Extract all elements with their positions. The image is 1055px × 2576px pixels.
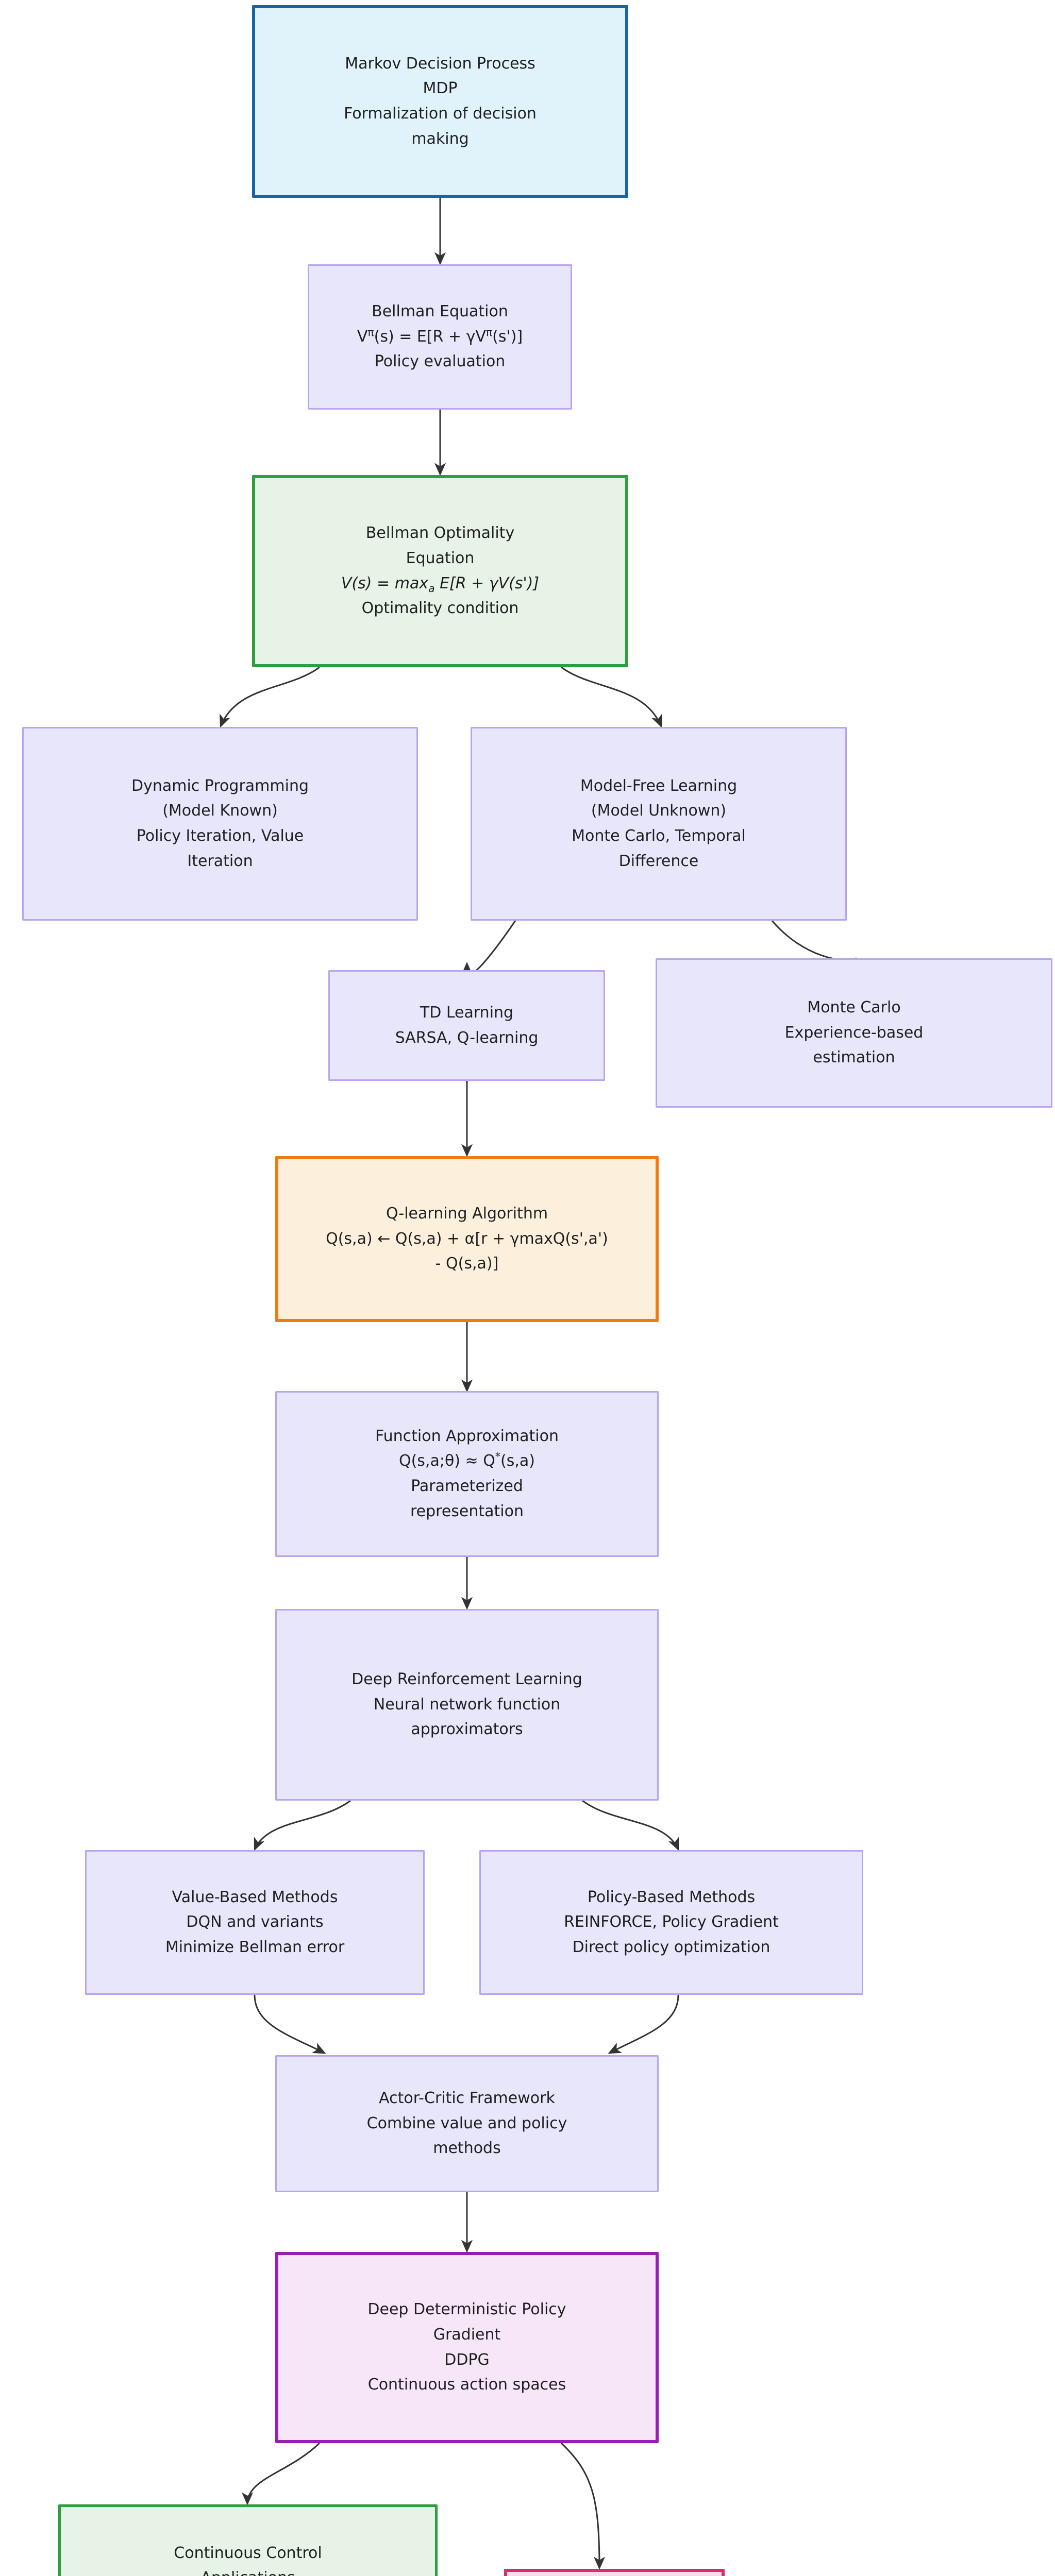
node-line: Q-learning Algorithm	[386, 1205, 548, 1223]
edge-bellman-optimality-to-model-free	[561, 666, 662, 728]
node-line-formula: Q(s,a) ← Q(s,a) + α[r + γmaxQ(s',a') - Q…	[326, 1229, 608, 1273]
node-policy-based-methods[interactable]: Policy-Based Methods REINFORCE, Policy G…	[479, 1850, 863, 1995]
node-line: Policy Iteration, Value Iteration	[136, 827, 304, 870]
node-function-approximation[interactable]: Function Approximation Q(s,a;θ) ≈ Q*(s,a…	[275, 1391, 659, 1557]
node-line: Monte Carlo	[807, 998, 901, 1017]
node-line: DDPG	[444, 2350, 490, 2369]
node-value-based-methods[interactable]: Value-Based Methods DQN and variants Min…	[85, 1850, 425, 1995]
node-line: DQN and variants	[186, 1913, 324, 1931]
node-deep-deterministic-policy-gradient[interactable]: Deep Deterministic Policy Gradient DDPG …	[275, 2252, 659, 2443]
node-line: SARSA, Q-learning	[395, 1028, 539, 1047]
node-q-learning-algorithm[interactable]: Q-learning Algorithm Q(s,a) ← Q(s,a) + α…	[275, 1156, 659, 1322]
node-line: Direct policy optimization	[572, 1938, 771, 1956]
edge-deep-rl-to-value-based	[254, 1800, 351, 1851]
edge-ddpg-to-continuous-control	[241, 2442, 321, 2505]
node-continuous-control-applications[interactable]: Continuous Control Applications Robotics…	[58, 2504, 438, 2576]
node-dynamic-programming[interactable]: Dynamic Programming (Model Known) Policy…	[22, 727, 418, 921]
node-line: REINFORCE, Policy Gradient	[564, 1913, 779, 1931]
node-line: Deep Deterministic Policy Gradient	[367, 2300, 566, 2344]
node-line: Combine value and policy methods	[366, 2114, 567, 2158]
node-algorithm-improvements[interactable]: Algorithm Improvements TD3, SAC, PPO	[504, 2569, 725, 2576]
edge-value-based-to-actor-critic	[254, 1994, 326, 2054]
node-line: Parameterized representation	[410, 1477, 524, 1520]
node-line: (Model Known)	[162, 802, 278, 820]
node-line: TD Learning	[420, 1003, 514, 1022]
node-line: Formalization of decision making	[344, 105, 537, 148]
node-line: Markov Decision Process	[345, 54, 535, 73]
node-line: Model-Free Learning	[580, 776, 738, 795]
node-markov-decision-process[interactable]: Markov Decision Process MDP Formalizatio…	[252, 5, 628, 198]
node-bellman-equation[interactable]: Bellman Equation Vπ(s) = E[R + γVπ(s')] …	[308, 264, 572, 410]
node-line: Neural network function approximators	[373, 1695, 561, 1739]
node-td-learning[interactable]: TD Learning SARSA, Q-learning	[328, 970, 605, 1081]
node-line: Minimize Bellman error	[165, 1938, 345, 1956]
node-line: (Model Unknown)	[591, 802, 727, 820]
edge-deep-rl-to-policy-based	[582, 1800, 679, 1851]
edge-bellman-optimality-to-dynamic-programming	[220, 666, 320, 728]
node-line-formula: Vπ(s) = E[R + γVπ(s')]	[357, 326, 523, 346]
node-line: Continuous action spaces	[367, 2376, 566, 2394]
node-line: Optimality condition	[361, 599, 519, 618]
node-line: Policy-Based Methods	[587, 1888, 756, 1906]
node-line-formula: V(s) = maxa E[R + γV(s')]	[341, 574, 540, 595]
node-monte-carlo[interactable]: Monte Carlo Experience-based estimation	[656, 958, 1052, 1108]
node-deep-reinforcement-learning[interactable]: Deep Reinforcement Learning Neural netwo…	[275, 1609, 659, 1801]
node-line: Value-Based Methods	[172, 1888, 338, 1906]
node-actor-critic-framework[interactable]: Actor-Critic Framework Combine value and…	[275, 2055, 659, 2192]
node-line: Bellman Optimality Equation	[365, 524, 515, 567]
edge-model-free-to-td-learning	[461, 920, 516, 975]
node-line: Policy evaluation	[374, 352, 506, 371]
node-line-formula: Q(s,a;θ) ≈ Q*(s,a)	[398, 1450, 535, 1470]
edge-model-free-to-monte-carlo	[771, 920, 857, 969]
node-line: MDP	[423, 79, 458, 98]
node-bellman-optimality-equation[interactable]: Bellman Optimality Equation V(s) = maxa …	[252, 475, 628, 667]
edge-policy-based-to-actor-critic	[608, 1994, 679, 2054]
node-line: Experience-based estimation	[784, 1023, 924, 1067]
node-line: Function Approximation	[375, 1427, 559, 1445]
node-line: Bellman Equation	[372, 302, 508, 321]
node-line: Monte Carlo, Temporal Difference	[572, 827, 746, 870]
node-line: Deep Reinforcement Learning	[351, 1670, 582, 1689]
edge-ddpg-to-algorithm-improvements	[560, 2442, 606, 2570]
node-line: Continuous Control Applications	[174, 2544, 322, 2576]
node-model-free-learning[interactable]: Model-Free Learning (Model Unknown) Mont…	[471, 727, 847, 921]
node-line: Actor-Critic Framework	[379, 2089, 555, 2108]
node-line: Dynamic Programming	[131, 776, 309, 795]
